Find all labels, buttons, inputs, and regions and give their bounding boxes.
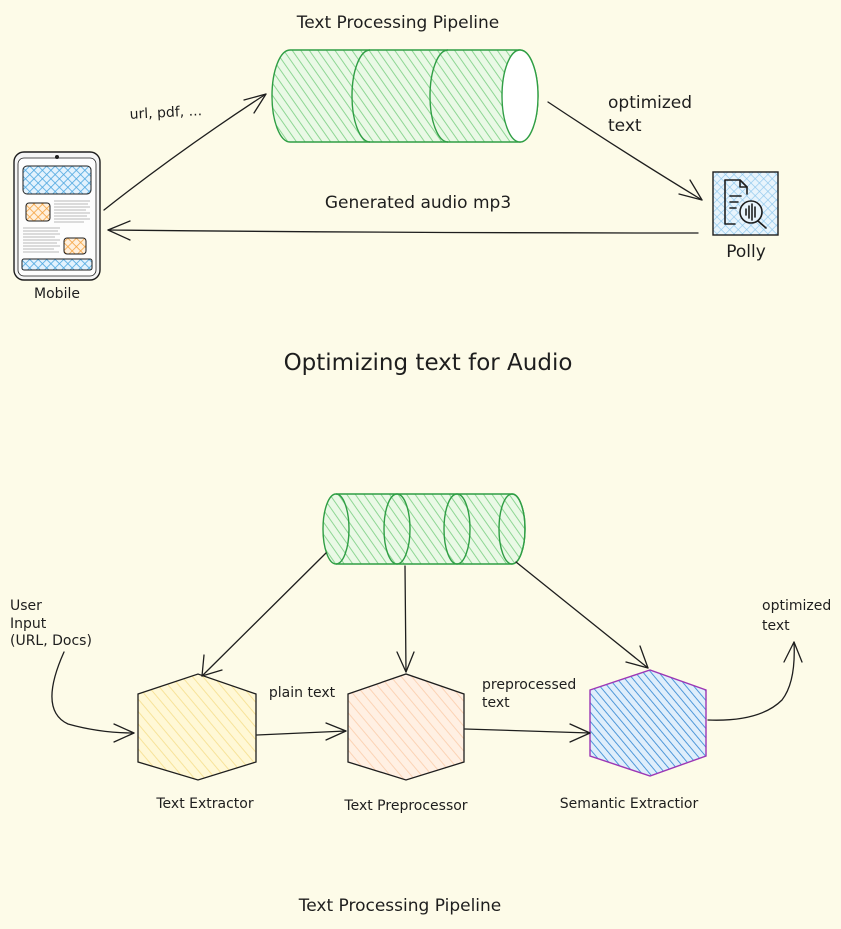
stage-label-text-preprocessor: Text Preprocessor [343, 798, 467, 814]
stage-label-text-extractor: Text Extractor [155, 796, 253, 812]
user-input-line2: Input [10, 616, 47, 632]
arrow-pipeline-to-semantic [515, 561, 649, 669]
arrow-polly-to-mobile [107, 220, 699, 241]
arrow-preprocessor-to-semantic [464, 723, 591, 743]
arrow-extractor-to-preprocessor [256, 722, 347, 741]
top-pipeline-label: Text Processing Pipeline [296, 13, 500, 33]
mobile-phone [13, 151, 101, 281]
semantic-extractor-node [589, 669, 707, 777]
phone-text-lines [23, 200, 90, 253]
user-input-line1: User [10, 598, 42, 614]
optimized-label-line1: optimized [608, 93, 692, 113]
output-label-line2: text [762, 618, 790, 634]
section-title: Optimizing text for Audio [284, 350, 573, 376]
bottom-pipeline-cylinder [322, 493, 526, 565]
preprocessed-label-line1: preprocessed [482, 677, 576, 693]
plain-text-label: plain text [269, 685, 336, 701]
mobile-label: Mobile [34, 286, 80, 302]
phone-footer-bar [21, 258, 93, 271]
audio-label: Generated audio mp3 [325, 193, 511, 213]
bottom-title: Text Processing Pipeline [298, 896, 502, 916]
arrow-pipeline-to-preprocessor [396, 565, 415, 673]
optimized-label-line2: text [608, 116, 642, 136]
stage-label-semantic-extractor: Semantic Extractior [560, 796, 699, 812]
phone-card [25, 202, 51, 222]
arrow-user-input-to-extractor [51, 651, 135, 743]
polly-document-icon [724, 179, 767, 229]
phone-card [63, 237, 87, 255]
arrow-pipeline-to-extractor [201, 552, 327, 677]
output-label-line1: optimized [762, 598, 831, 614]
input-label: url, pdf, ... [129, 103, 202, 123]
top-pipeline-cylinder [271, 49, 539, 143]
text-extractor-node [137, 673, 257, 781]
preprocessed-label-line2: text [482, 695, 510, 711]
arrow-pipeline-to-polly [547, 101, 703, 201]
polly-label: Polly [726, 242, 766, 262]
phone-header-card [22, 165, 92, 195]
arrow-semantic-to-output [707, 641, 803, 721]
polly-service [712, 171, 779, 236]
user-input-line3: (URL, Docs) [10, 633, 92, 649]
arrow-mobile-to-pipeline [103, 93, 267, 211]
text-preprocessor-node [347, 673, 465, 781]
